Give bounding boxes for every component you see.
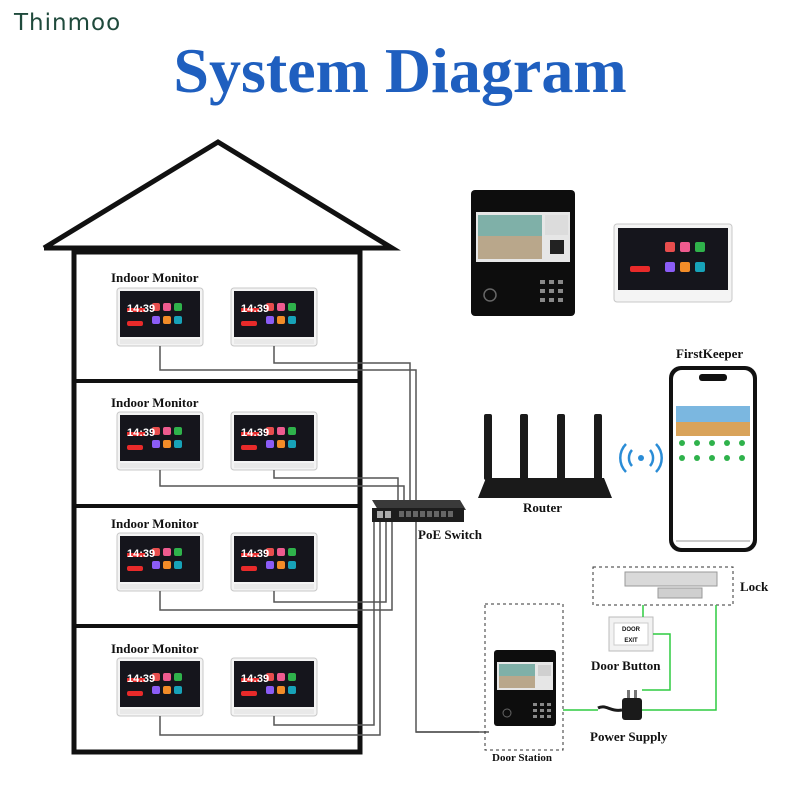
monitor-time: 14:39 <box>241 548 269 560</box>
monitor-time: 14:39 <box>127 303 155 315</box>
label-indoor-monitor: Indoor Monitor <box>111 395 199 410</box>
indoor-monitor-icon <box>230 287 318 347</box>
indoor-monitor-large-icon <box>613 223 733 303</box>
indoor-monitor-icon <box>116 657 204 717</box>
monitor-time: 14:39 <box>127 673 155 685</box>
lock-icon <box>624 571 718 599</box>
wifi-icon <box>619 443 663 473</box>
lock-frame <box>592 566 734 606</box>
monitor-time: 14:39 <box>241 673 269 685</box>
label-indoor-monitor: Indoor Monitor <box>111 270 199 285</box>
indoor-monitor-icon <box>116 411 204 471</box>
label-poe-switch: PoE Switch <box>418 527 482 542</box>
door-station-icon <box>494 650 556 726</box>
label-door-station: Door Station <box>492 752 552 764</box>
exit-button-text-bottom: EXIT <box>624 638 638 644</box>
building <box>42 139 401 755</box>
monitor-time: 14:39 <box>127 427 155 439</box>
indoor-monitor-icon <box>230 532 318 592</box>
smartphone-icon <box>669 366 757 552</box>
monitor-time: 14:39 <box>241 303 269 315</box>
door-station-device-icon <box>471 190 575 316</box>
router-icon <box>478 414 612 498</box>
label-door-button: Door Button <box>591 658 661 673</box>
indoor-monitor-icon <box>230 657 318 717</box>
page-title: System Diagram <box>173 35 627 106</box>
label-router: Router <box>523 500 562 515</box>
label-indoor-monitor: Indoor Monitor <box>111 516 199 531</box>
poe-switch-icon <box>372 500 466 522</box>
monitor-time: 14:39 <box>241 427 269 439</box>
label-indoor-monitor: Indoor Monitor <box>111 641 199 656</box>
label-power-supply: Power Supply <box>590 729 668 744</box>
exit-button-text-top: DOOR <box>622 627 641 633</box>
door-exit-button-icon: DOOR EXIT <box>608 616 654 652</box>
label-firstkeeper: FirstKeeper <box>676 346 744 361</box>
power-adapter-icon <box>597 690 642 720</box>
brand-logo: Thinmoo <box>14 10 122 36</box>
indoor-monitor-icon <box>116 287 204 347</box>
lock-wiring <box>563 605 717 711</box>
indoor-monitor-icon <box>230 411 318 471</box>
door-station-frame <box>484 603 564 751</box>
monitor-time: 14:39 <box>127 548 155 560</box>
indoor-monitor-icon <box>116 532 204 592</box>
label-lock: Lock <box>740 579 769 594</box>
